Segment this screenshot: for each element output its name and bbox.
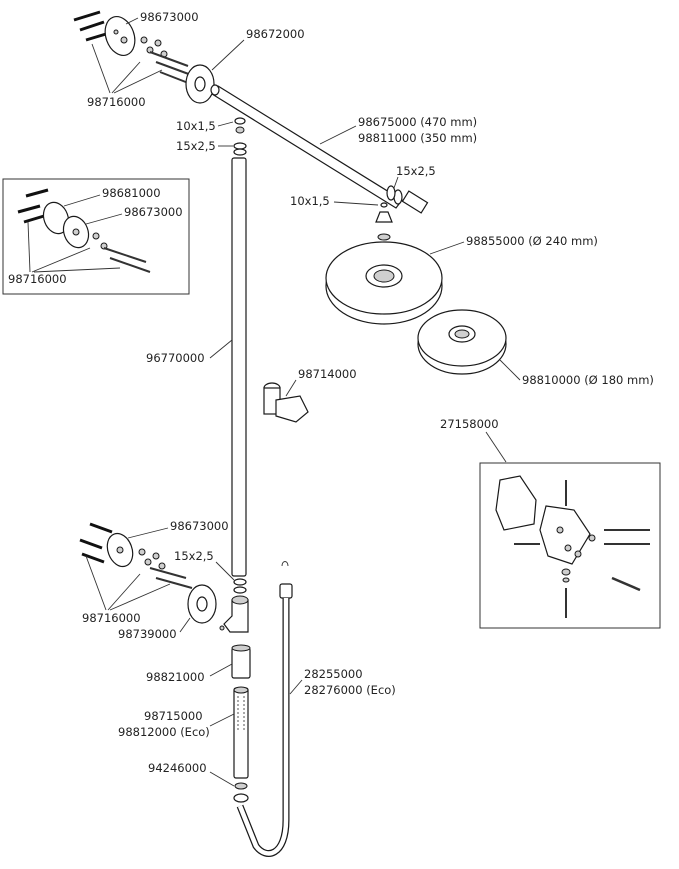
wall-flange-top-group: 98673000 98716000 [73, 10, 199, 109]
label-overhead-240: 98855000 (Ø 240 mm) [466, 234, 598, 248]
hand-shower: 98715000 98812000 (Eco) [118, 686, 249, 779]
label-hose-connector: 98821000 [146, 670, 205, 684]
label-inset-wall-flange: 98673000 [124, 205, 183, 219]
label-dowels-top: 98716000 [87, 95, 146, 109]
label-inset-dowels: 98716000 [8, 272, 67, 286]
slider: 98714000 [263, 367, 357, 423]
label-wall-flange-bottom: 98673000 [170, 519, 229, 533]
label-dowels-bottom: 98716000 [82, 611, 141, 625]
label-hose: 28255000 [304, 667, 363, 681]
dowel-screws-top [73, 10, 107, 42]
label-overhead-180: 98810000 (Ø 180 mm) [522, 373, 654, 387]
riser-bottom-orings: 15x2,5 [174, 549, 247, 594]
label-oring-10x15-arm: 10x1,5 [290, 194, 330, 208]
shower-arm: 98675000 (470 mm) 98811000 (350 mm) 15x2… [210, 84, 477, 214]
overhead-shower-240: 98855000 (Ø 240 mm) [325, 234, 598, 325]
wall-plate-top [104, 16, 136, 56]
label-inset-flange: 98681000 [102, 186, 161, 200]
label-shower-arm: 98675000 (470 mm) [358, 115, 477, 129]
arm-flange-group: 98672000 [185, 27, 305, 104]
wall-flange-bottom-group: 98673000 98716000 [79, 519, 229, 625]
hose-connector: 98821000 [146, 644, 251, 684]
label-hose-eco: 28276000 (Eco) [304, 683, 396, 697]
label-oring-15x25-top: 15x2,5 [176, 139, 216, 153]
holder-set-inset: 27158000 [440, 417, 661, 629]
overhead-connector: 10x1,5 [290, 194, 393, 241]
label-wall-flange-top: 98673000 [140, 10, 199, 24]
label-hose-seal: 94246000 [148, 761, 207, 775]
label-oring-10x15-top: 10x1,5 [176, 119, 216, 133]
riser-top-orings: 10x1,5 15x2,5 [176, 117, 247, 156]
label-elbow: 98739000 [118, 627, 177, 641]
label-slider: 98714000 [298, 367, 357, 381]
riser-pipe: 96770000 [146, 157, 247, 577]
label-hand-shower: 98715000 [144, 709, 203, 723]
label-holder-set: 27158000 [440, 417, 499, 431]
inset-wall-fixing: 98681000 98673000 98716000 [2, 178, 190, 295]
label-oring-15x25-arm: 15x2,5 [396, 164, 436, 178]
label-oring-15x25-bottom: 15x2,5 [174, 549, 214, 563]
label-hand-shower-eco: 98812000 (Eco) [118, 725, 210, 739]
overhead-shower-180: 98810000 (Ø 180 mm) [417, 309, 654, 387]
label-arm-flange: 98672000 [246, 27, 305, 41]
elbow: 98739000 [118, 584, 249, 641]
hose-seal: 94246000 [148, 761, 249, 803]
shower-hose: 28255000 28276000 (Eco) [236, 561, 396, 857]
label-riser-pipe: 96770000 [146, 351, 205, 365]
label-shower-arm-short: 98811000 (350 mm) [358, 131, 477, 145]
